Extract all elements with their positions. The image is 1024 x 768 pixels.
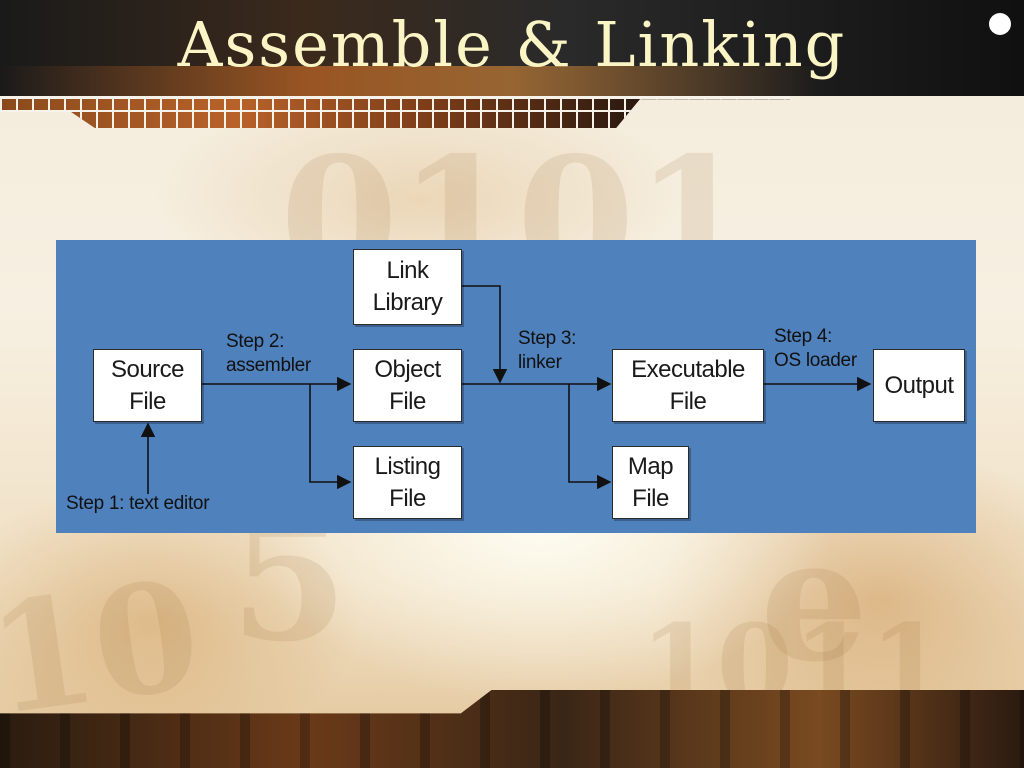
slide-nav-dot[interactable] (989, 13, 1011, 35)
slide-title: Assemble & Linking (177, 8, 847, 81)
diagram-connectors (140, 285, 872, 494)
executable-file-box: Executable File (612, 349, 764, 422)
step-4-label: Step 4: OS loader (774, 326, 857, 371)
source-file-box: Source File (93, 349, 202, 422)
step-2-label: Step 2: assembler (226, 331, 311, 376)
output-box: Output (873, 349, 965, 422)
step-3-label: Step 3: linker (518, 328, 577, 373)
object-file-box: Object File (353, 349, 462, 422)
map-file-box: Map File (612, 446, 689, 519)
connector-source-to-listing (309, 384, 352, 490)
step-1-label: Step 1: text editor (66, 493, 210, 514)
connector-library-to-linker (461, 285, 508, 384)
assembly-diagram: Source File Link Library Object File Lis… (56, 240, 976, 533)
link-library-box: Link Library (353, 249, 462, 325)
title-bar (0, 0, 1024, 96)
listing-file-box: Listing File (353, 446, 462, 519)
connector-linker-to-map (568, 384, 612, 490)
